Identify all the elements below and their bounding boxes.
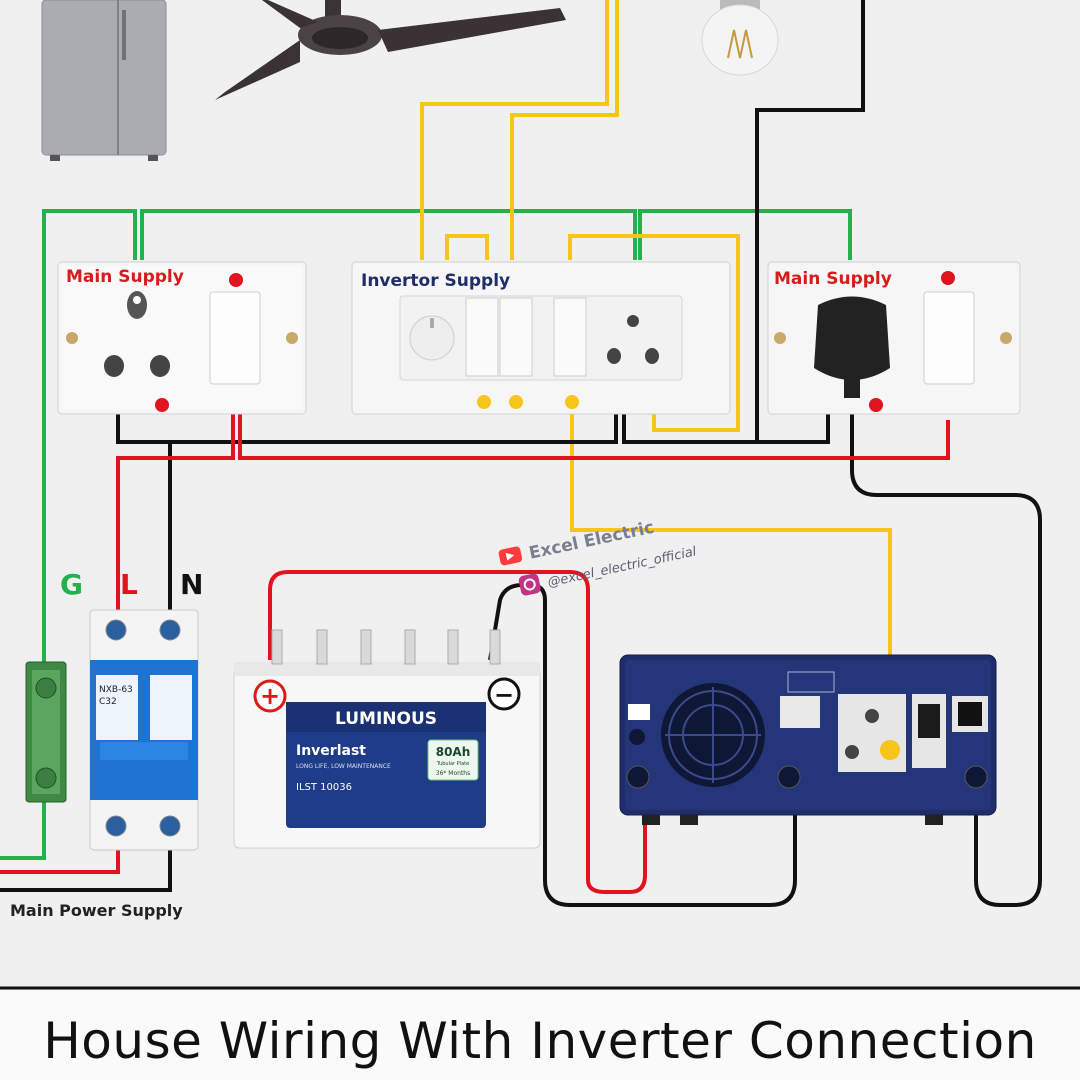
mcb-rating: C32 bbox=[99, 697, 117, 707]
mcb-model: NXB-63 bbox=[99, 685, 133, 695]
diagram-canvas: Main Supply Invertor Supply bbox=[0, 0, 1080, 990]
switch[interactable] bbox=[465, 297, 499, 377]
bulb-icon bbox=[701, 0, 779, 76]
inverter-wire bbox=[420, 0, 892, 750]
battery-capacity: 80Ah bbox=[436, 745, 471, 759]
neutral-label: N bbox=[180, 568, 203, 601]
main-supply-label-left: Main Supply bbox=[66, 267, 184, 287]
inverter-unit bbox=[619, 654, 997, 825]
main-power-supply-label: Main Power Supply bbox=[10, 901, 183, 920]
main-supply-label-right: Main Supply bbox=[774, 269, 892, 289]
switch[interactable] bbox=[209, 291, 261, 385]
watermark: Excel Electric @excel_electric_official bbox=[498, 518, 698, 596]
plug-icon bbox=[814, 296, 890, 398]
battery-capacity-sub: Tubular Plate bbox=[436, 761, 469, 767]
switch[interactable] bbox=[499, 297, 533, 377]
neutral-wire bbox=[0, 0, 1042, 907]
fan-regulator-knob[interactable] bbox=[409, 315, 455, 361]
mcb-breaker[interactable]: NXB-63 C32 bbox=[89, 609, 199, 851]
title-bar bbox=[0, 990, 1080, 1080]
battery-minus-symbol: − bbox=[494, 681, 514, 709]
ceiling-fan-icon bbox=[215, 0, 566, 100]
rocker-switch[interactable] bbox=[952, 696, 988, 732]
socket-3pin bbox=[104, 291, 170, 377]
invertor-supply-board: Invertor Supply bbox=[351, 261, 731, 415]
main-supply-board-left: Main Supply bbox=[57, 261, 307, 415]
battery-model: Inverlast bbox=[296, 743, 366, 759]
main-supply-board-right: Main Supply bbox=[767, 261, 1021, 415]
socket-3pin bbox=[607, 315, 659, 364]
refrigerator-icon bbox=[41, 0, 167, 161]
earth-terminal bbox=[25, 661, 67, 803]
battery-tagline: LONG LIFE, LOW MAINTENANCE bbox=[296, 763, 391, 770]
battery: + − LUMINOUS Inverlast LONG LIFE, LOW MA… bbox=[233, 629, 541, 849]
invertor-supply-label: Invertor Supply bbox=[361, 271, 510, 291]
page-title: House Wiring With Inverter Connection bbox=[43, 1012, 1037, 1070]
ground-label: G bbox=[60, 568, 83, 601]
output-socket bbox=[838, 694, 906, 772]
battery-warranty: 36* Months bbox=[436, 770, 470, 777]
battery-part: ILST 10036 bbox=[296, 782, 352, 793]
cooling-fan-icon bbox=[661, 683, 765, 787]
battery-brand: LUMINOUS bbox=[335, 709, 437, 729]
switch[interactable] bbox=[553, 297, 587, 377]
instagram-icon bbox=[518, 573, 541, 596]
battery-plus-symbol: + bbox=[260, 682, 280, 710]
switch[interactable] bbox=[923, 291, 975, 385]
live-label: L bbox=[120, 568, 138, 601]
